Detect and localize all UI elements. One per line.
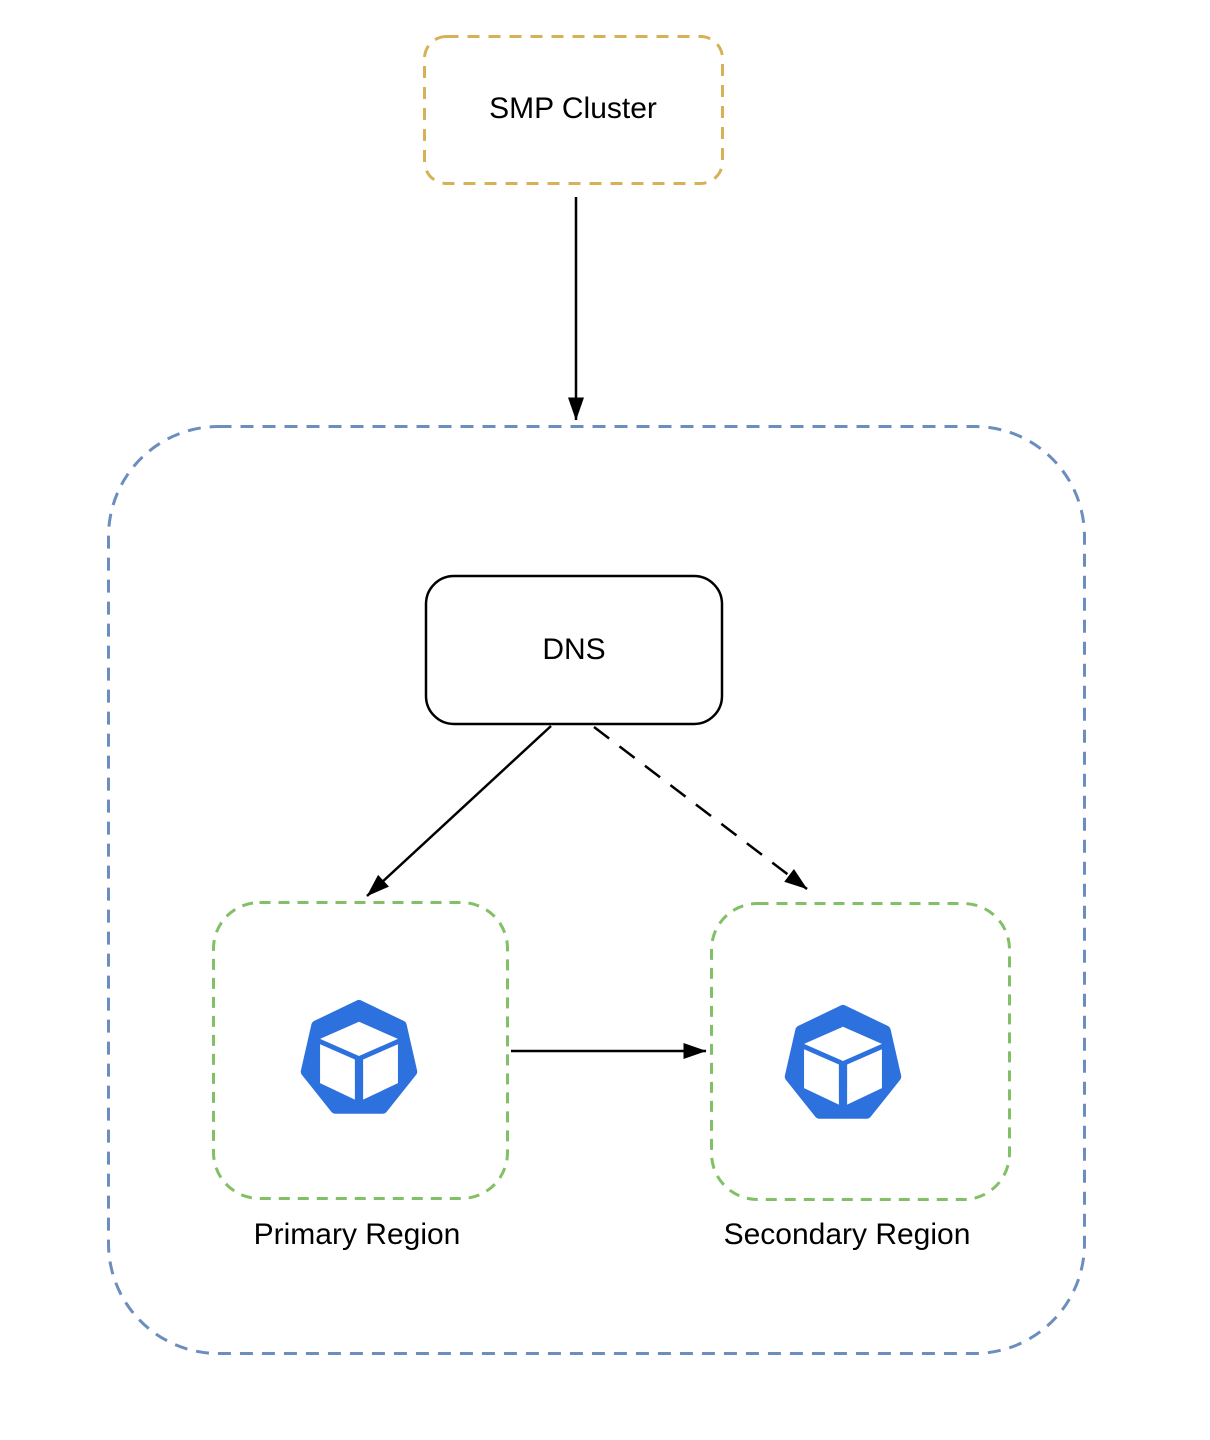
secondary-region-label: Secondary Region: [723, 1218, 971, 1251]
smp-cluster-node: [423, 35, 724, 185]
primary-cluster-cube-icon: [300, 999, 418, 1114]
edge-dns-to-primary: [366, 725, 552, 897]
secondary-cluster-cube-icon: [784, 1004, 902, 1119]
cube-left-face: [804, 1049, 839, 1105]
cube-left-face: [320, 1044, 355, 1100]
edge-dns-to-secondary: [593, 726, 808, 890]
primary-region-node: [212, 901, 509, 1200]
secondary-region-node: [710, 902, 1011, 1201]
region-group-container: [107, 425, 1086, 1355]
smp-cluster-label: SMP Cluster: [489, 92, 657, 125]
cube-right-face: [847, 1049, 882, 1105]
primary-region-label: Primary Region: [253, 1218, 461, 1251]
dns-node: [424, 574, 724, 726]
dns-label: DNS: [542, 633, 606, 666]
cube-right-face: [363, 1044, 398, 1100]
